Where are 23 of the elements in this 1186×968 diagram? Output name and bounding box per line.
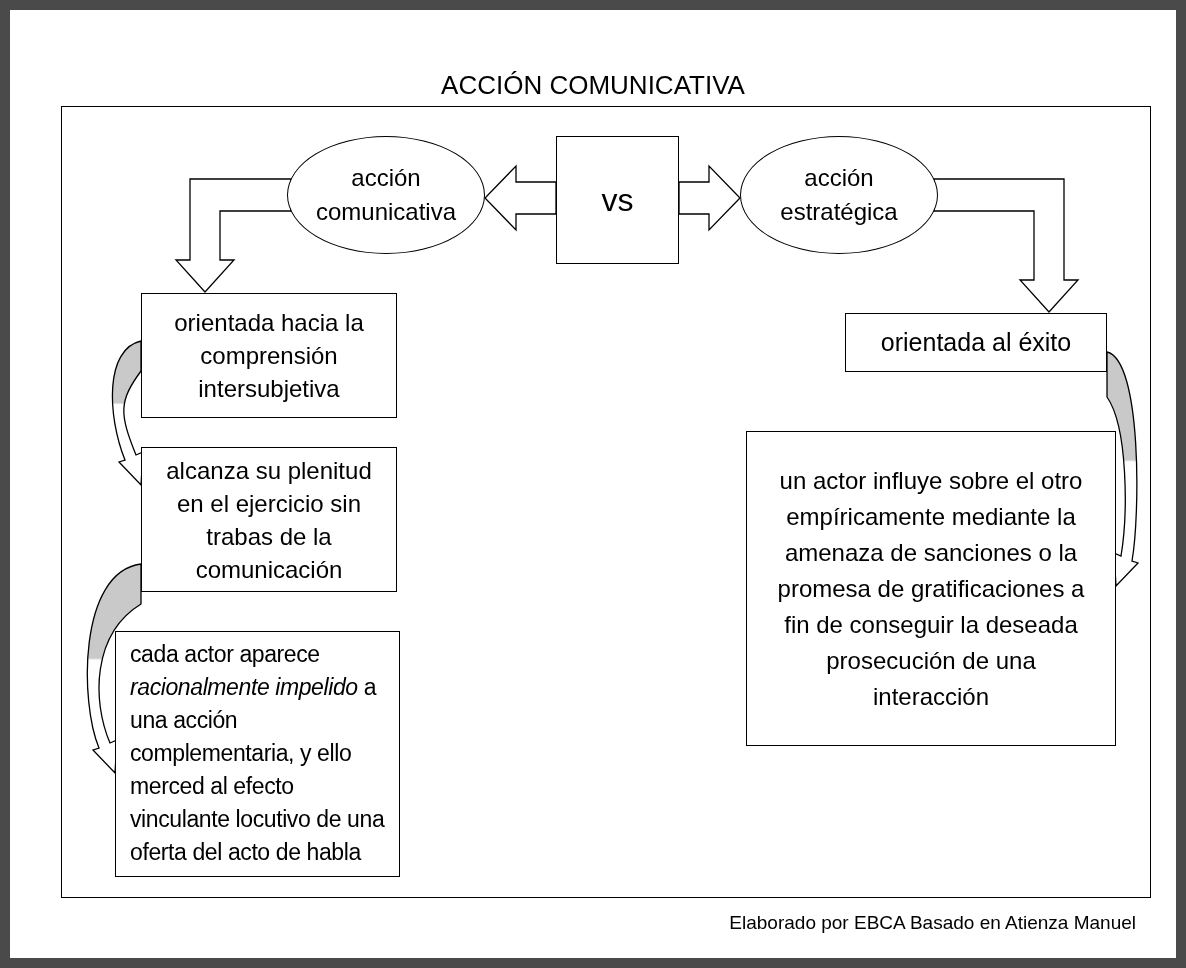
node-text: acción comunicativa — [314, 163, 458, 227]
diagram-title: ACCIÓN COMUNICATIVA — [441, 70, 745, 100]
text-box — [141, 447, 397, 592]
node-text: orientada al éxito — [880, 327, 1072, 358]
curved-arrow — [1106, 351, 1139, 587]
node-text: un actor influye sobre el otro empíricamente mediante la amenaza de sanciones o la promesa de gratificaciones a fin de conseguir la deseada prosecución de una interacción — [776, 465, 1086, 712]
block-arrow — [678, 164, 741, 232]
text-box — [141, 293, 397, 418]
node-text: alcanza su plenitud en el ejercicio sin trabas de la comunicación — [165, 455, 373, 585]
block-arrow — [174, 178, 292, 293]
text-box — [746, 431, 1116, 746]
curved-arrow — [86, 563, 142, 774]
node-text: orientada hacia la comprensión intersubjetiva — [173, 308, 365, 404]
curved-arrow — [111, 340, 144, 486]
node-text: cada actor aparece racionalmente impelido a una acción complementaria, y ello merced al efecto vinculante locutivo de una oferta del acto de habla — [130, 640, 386, 867]
node-text: acción estratégica — [779, 163, 899, 227]
node-text: vs — [601, 183, 634, 217]
text-box — [845, 313, 1107, 372]
text-box — [556, 136, 679, 264]
block-arrow — [484, 164, 557, 232]
text-box — [115, 631, 400, 877]
caption: Elaborado por EBCA Basado en Atienza Manuel — [729, 912, 1136, 934]
block-arrow — [933, 178, 1080, 313]
